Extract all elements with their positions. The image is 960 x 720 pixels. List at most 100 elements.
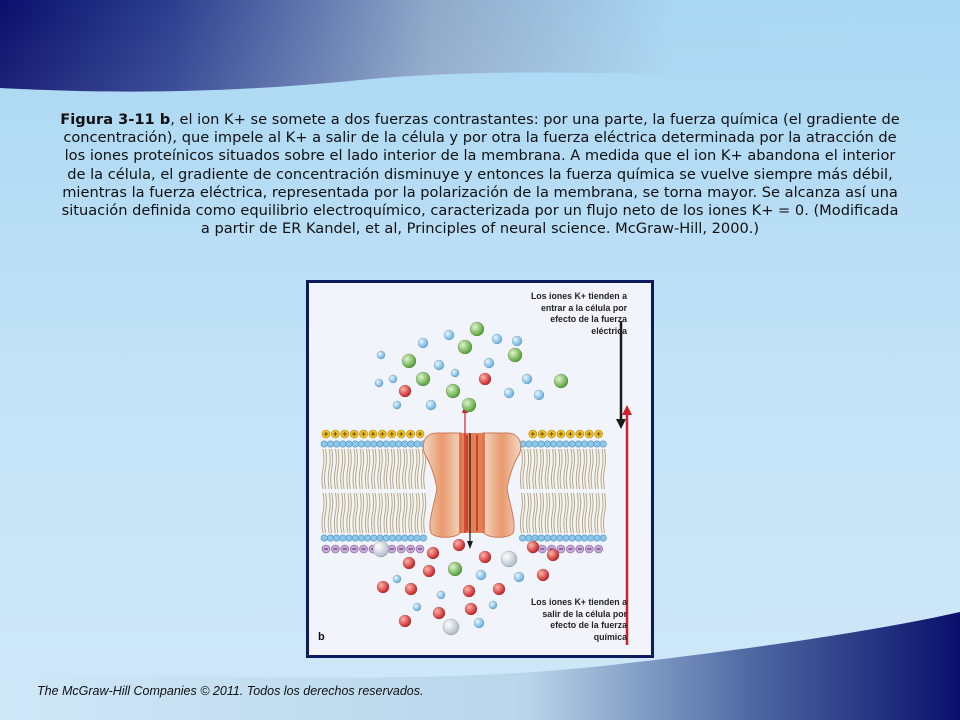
lipid-head	[531, 534, 539, 542]
lipid-head	[370, 534, 378, 542]
caption-figure-number: Figura 3-11 b	[60, 111, 171, 128]
membrane-illustration	[320, 321, 632, 645]
lipid-head	[537, 440, 545, 448]
lipid-head	[531, 440, 539, 448]
lipid-head	[593, 534, 601, 542]
lipid-head	[376, 440, 384, 448]
copyright-footer: The McGraw-Hill Companies © 2011. Todos …	[37, 684, 424, 698]
lipid-head	[395, 534, 403, 542]
lipid-head	[326, 440, 334, 448]
blue-ion	[376, 350, 386, 360]
lipid-head	[407, 440, 415, 448]
caption-text: , el ion K+ se somete a dos fuerzas cont…	[61, 111, 900, 238]
lipid-head	[519, 534, 527, 542]
lipid-head	[382, 534, 390, 542]
lipid-head	[407, 534, 415, 542]
green-ion	[401, 353, 417, 369]
membrane-figure: Los iones K+ tienden a entrar a la célul…	[309, 283, 651, 655]
lipid-head	[345, 440, 353, 448]
red-ion	[478, 372, 492, 386]
lipid-head	[574, 534, 582, 542]
lipid-head	[339, 534, 347, 542]
lipid-head	[345, 534, 353, 542]
green-ion	[447, 561, 463, 577]
blue-ion	[436, 590, 446, 600]
red-ion	[422, 564, 436, 578]
red-ion	[398, 614, 412, 628]
panel-letter: b	[318, 631, 325, 643]
lipid-head	[382, 440, 390, 448]
blue-ion	[511, 335, 523, 347]
lipid-head	[376, 534, 384, 542]
lipid-head	[599, 534, 607, 542]
green-ion	[507, 347, 523, 363]
red-ion	[526, 540, 540, 554]
red-ion	[398, 384, 412, 398]
blue-ion	[488, 600, 498, 610]
green-ion	[415, 371, 431, 387]
blue-ion	[443, 329, 455, 341]
grey-ion	[500, 550, 518, 568]
lipid-head	[543, 534, 551, 542]
lipid-head	[419, 534, 427, 542]
red-ion	[452, 538, 466, 552]
lipid-bilayer	[321, 448, 606, 534]
blue-ion	[473, 617, 485, 629]
lipid-head	[562, 534, 570, 542]
blue-ion	[513, 571, 525, 583]
red-ion	[546, 548, 560, 562]
red-ion	[478, 550, 492, 564]
figure-caption: Figura 3-11 b, el ion K+ se somete a dos…	[60, 111, 900, 238]
lipid-head	[326, 534, 334, 542]
green-ion	[469, 321, 485, 337]
lipid-head	[574, 440, 582, 448]
grey-ion	[442, 618, 460, 636]
green-ion	[553, 373, 569, 389]
lipid-head	[581, 534, 589, 542]
lipid-head	[550, 534, 558, 542]
blue-ion	[483, 357, 495, 369]
blue-ion	[475, 569, 487, 581]
red-ion	[536, 568, 550, 582]
lipid-head	[351, 440, 359, 448]
red-ion	[432, 606, 446, 620]
ions-outside	[374, 321, 569, 413]
lipid-head	[568, 440, 576, 448]
blue-ion	[503, 387, 515, 399]
lipid-head	[401, 440, 409, 448]
lipid-head	[568, 534, 576, 542]
lipid-head	[339, 440, 347, 448]
red-ion	[404, 582, 418, 596]
lipid-head	[525, 534, 533, 542]
label-chemical-force: Los iones K+ tienden a salir de la célul…	[530, 597, 627, 642]
lipid-head	[357, 534, 365, 542]
blue-ion	[412, 602, 422, 612]
lipid-head	[320, 440, 328, 448]
blue-ion	[417, 337, 429, 349]
ion-channel	[422, 432, 522, 538]
blue-ion	[374, 378, 384, 388]
blue-ion	[425, 399, 437, 411]
blue-ion	[392, 400, 402, 410]
lipid-head	[388, 440, 396, 448]
green-ion	[445, 383, 461, 399]
lipid-head	[395, 440, 403, 448]
lipid-head	[333, 440, 341, 448]
lipid-head	[537, 534, 545, 542]
red-ion	[462, 584, 476, 598]
blue-ion	[392, 574, 402, 584]
lipid-head	[550, 440, 558, 448]
lipid-head	[587, 440, 595, 448]
lipid-head	[320, 534, 328, 542]
lipid-head	[413, 534, 421, 542]
red-ion	[426, 546, 440, 560]
lipid-head	[562, 440, 570, 448]
lipid-head	[543, 440, 551, 448]
lipid-head	[587, 534, 595, 542]
blue-ion	[491, 333, 503, 345]
lipid-head	[556, 440, 564, 448]
ions-inside	[372, 538, 560, 636]
lipid-head	[581, 440, 589, 448]
lipid-head	[525, 440, 533, 448]
